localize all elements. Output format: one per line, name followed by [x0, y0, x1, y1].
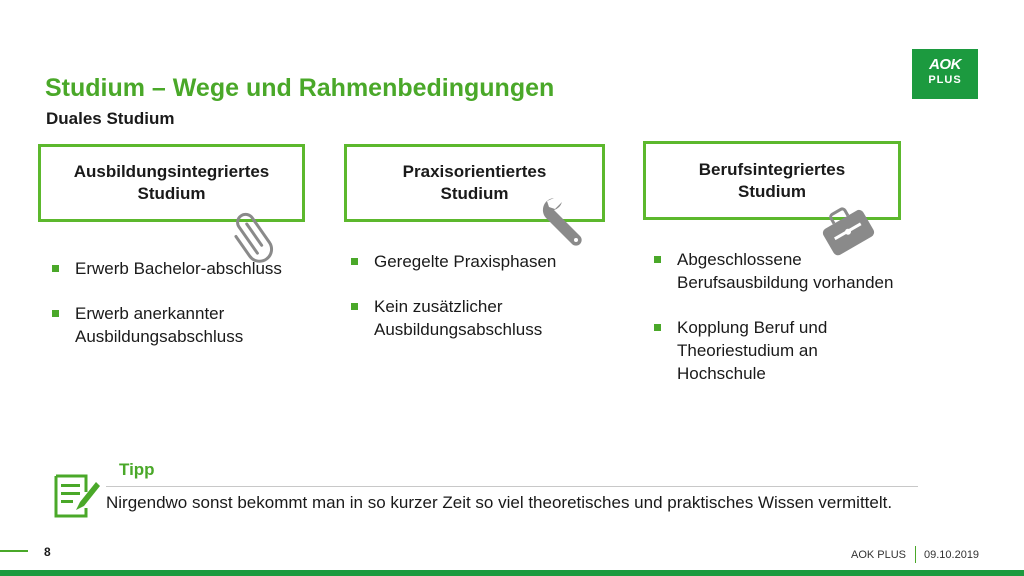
bullet-list-praxisorientiert: Geregelte Praxisphasen Kein zusätzlicher… — [351, 250, 601, 363]
footer-accent-line — [0, 550, 28, 552]
list-item: Geregelte Praxisphasen — [351, 250, 601, 273]
logo-text-plus: PLUS — [928, 74, 962, 86]
list-item: Erwerb anerkannter Ausbildungsabschluss — [52, 302, 292, 348]
slide-title: Studium – Wege und Rahmenbedingungen — [45, 74, 555, 102]
tipp-text: Nirgendwo sonst bekommt man in so kurzer… — [106, 493, 893, 512]
slide-subtitle: Duales Studium — [46, 109, 175, 128]
tipp-label: Tipp — [119, 460, 155, 479]
box-praxisorientiert: Praxisorientiertes Studium — [344, 144, 605, 222]
list-item: Kein zusätzlicher Ausbildungsabschluss — [351, 295, 601, 341]
list-item: Kopplung Beruf und Theoriestudium an Hoc… — [654, 316, 894, 385]
toolbox-icon — [822, 207, 875, 256]
list-item: Abgeschlossene Berufsausbildung vorhande… — [654, 248, 894, 294]
footer-separator — [915, 546, 916, 563]
wrench-icon — [542, 198, 582, 246]
footer-brand: AOK PLUS — [851, 549, 907, 561]
box-title-line2: Studium — [440, 184, 509, 203]
box-title-line1: Berufsintegriertes — [698, 159, 846, 179]
aok-plus-logo: AOK PLUS — [912, 49, 978, 99]
box-title-line2: Studium — [738, 181, 806, 201]
bullet-list-berufsintegriert: Abgeschlossene Berufsausbildung vorhande… — [654, 248, 894, 407]
box-berufsintegriert: Berufsintegriertes Studium — [643, 141, 901, 220]
bottom-brand-bar — [0, 570, 1024, 576]
page-number: 8 — [44, 545, 51, 559]
box-ausbildungsintegriert: Ausbildungsintegriertes Studium — [38, 144, 305, 222]
box-title-line1: Ausbildungsintegriertes — [73, 162, 270, 181]
box-title-line2: Studium — [137, 184, 206, 203]
logo-text-aok: AOK — [929, 56, 961, 73]
footer-date: 09.10.2019 — [924, 549, 980, 561]
list-item: Erwerb Bachelor-abschluss — [52, 257, 292, 280]
paperclip-icon — [234, 212, 274, 263]
box-title-line1: Praxisorientiertes — [402, 162, 547, 181]
bullet-list-ausbildungsintegriert: Erwerb Bachelor-abschluss Erwerb anerkan… — [52, 257, 292, 370]
notepad-pencil-icon — [54, 474, 100, 518]
tipp-divider — [106, 486, 918, 487]
